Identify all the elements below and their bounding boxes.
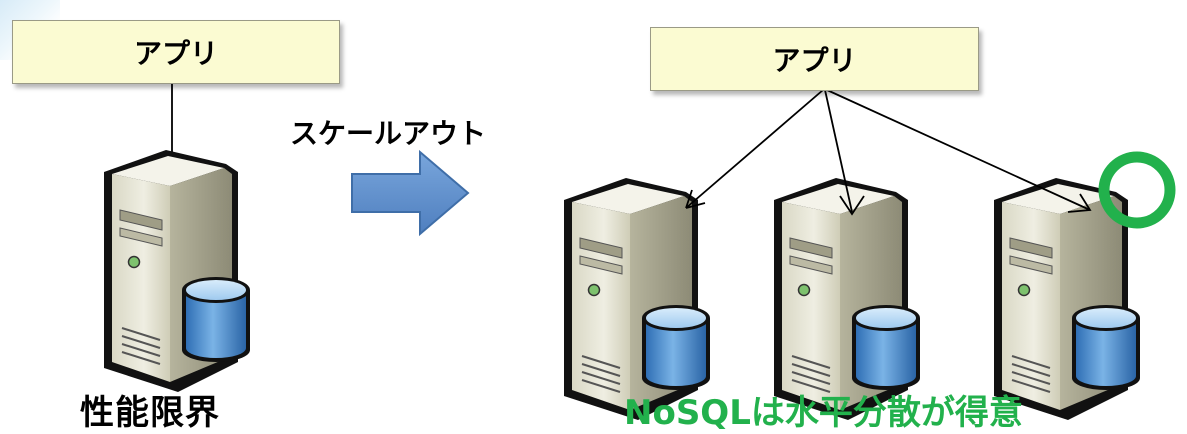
right-app-label: アプリ bbox=[772, 44, 857, 77]
scale-out-arrow-icon bbox=[351, 149, 470, 237]
left-server-icon bbox=[103, 149, 251, 393]
ok-circle-mark-icon bbox=[1098, 151, 1176, 229]
left-app-box: アプリ bbox=[12, 20, 340, 84]
fan-out-connectors bbox=[685, 89, 1092, 216]
right-server-1-icon bbox=[563, 177, 711, 421]
right-app-box: アプリ bbox=[650, 27, 979, 91]
right-server-2-icon bbox=[773, 177, 921, 421]
nosql-caption: NoSQLは水平分散が得意 bbox=[624, 393, 1023, 433]
scale-out-label: スケールアウト bbox=[290, 117, 487, 150]
left-app-label: アプリ bbox=[133, 37, 218, 70]
performance-limit-caption: 性能限界 bbox=[80, 393, 220, 433]
